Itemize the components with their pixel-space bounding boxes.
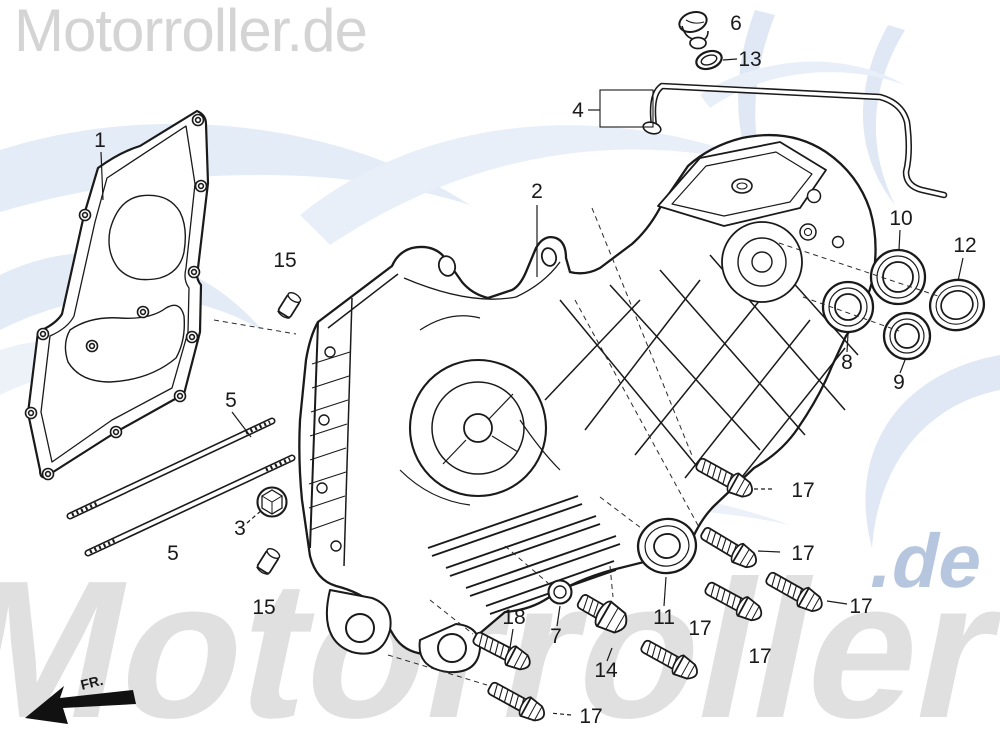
part-2-crankcase: [298, 133, 877, 674]
part-label-15b: 15: [252, 596, 275, 619]
part-label-15a: 15: [273, 249, 296, 272]
part-17-bolt-c: [761, 566, 828, 618]
part-label-18: 18: [502, 606, 525, 629]
part-label-10: 10: [889, 207, 912, 230]
part-label-11: 11: [653, 606, 675, 629]
part-14-flange-bolt: [576, 594, 628, 634]
part-11-oil-seal: [636, 517, 698, 575]
part-13-o-ring: [695, 49, 723, 71]
part-label-17f: 17: [579, 705, 602, 728]
part-12-oil-seal: [928, 278, 986, 332]
leader-lines: [100, 58, 964, 716]
part-label-6: 6: [730, 12, 742, 35]
part-17-bolt-f: [484, 676, 550, 727]
part-label-5b: 5: [167, 542, 179, 565]
part-label-13: 13: [738, 48, 761, 71]
part-15-dowel-pin-top: [275, 289, 304, 321]
part-label-3: 3: [234, 517, 246, 540]
part-3-drain-plug: [256, 486, 288, 518]
fr-direction-marker: FR.: [25, 672, 136, 724]
decorative-swoosh-group: [0, 10, 1000, 560]
part-label-17e: 17: [748, 645, 771, 668]
assembly-axis-lines: [213, 207, 942, 686]
part-6-dipstick-cap: [678, 10, 709, 50]
part-label-1: 1: [94, 129, 106, 152]
part-label-7: 7: [550, 625, 562, 648]
part-15-dowel-pin-bottom: [254, 545, 283, 577]
part-label-8: 8: [841, 351, 853, 374]
fr-arrow-icon: [25, 686, 136, 724]
part-5-stud-top: [66, 417, 276, 520]
part-1-gasket: [24, 109, 210, 481]
part-label-14: 14: [594, 659, 618, 682]
part-17-bolt-b: [696, 522, 762, 574]
part-label-17d: 17: [688, 617, 711, 640]
part-9-bearing: [882, 311, 932, 361]
part-10-bearing: [869, 248, 927, 306]
part-label-9: 9: [893, 371, 905, 394]
part-label-17a: 17: [791, 479, 814, 502]
part-7-washer: [547, 579, 573, 605]
fr-label: FR.: [79, 672, 105, 693]
watermark-top-text: Motorroller.de: [14, 0, 368, 64]
part-5-stud-bottom: [84, 454, 296, 557]
part-17-bolt-e: [637, 634, 703, 685]
part-label-2: 2: [531, 180, 543, 203]
part-label-12: 12: [953, 234, 976, 257]
part-label-5a: 5: [225, 389, 237, 412]
part-label-4: 4: [572, 99, 584, 122]
part-label-17b: 17: [791, 542, 814, 565]
part-label-17c: 17: [849, 595, 872, 618]
